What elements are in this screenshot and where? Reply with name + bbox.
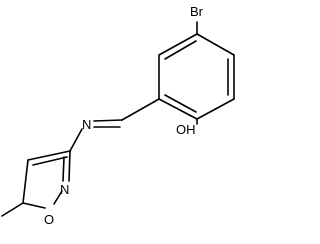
atom-labels: Br OH N N O bbox=[44, 4, 204, 227]
bond-n-c3iso-ring bbox=[68, 150, 71, 182]
bond-n-c3iso bbox=[69, 128, 83, 152]
imine-nitrogen-label: N bbox=[82, 117, 91, 132]
bond-c4iso-c5iso bbox=[22, 159, 29, 204]
bond-c3iso-c4iso-inner bbox=[32, 156, 68, 166]
hydroxyl-label: OH bbox=[176, 122, 196, 137]
bond-group bbox=[1, 21, 235, 217]
bond-c5iso-methyl bbox=[1, 202, 24, 217]
bond-c3iso-c4iso bbox=[27, 150, 71, 161]
bond-o-n bbox=[53, 190, 63, 205]
bond-n-c3iso-ring-inner bbox=[62, 156, 65, 182]
bond-c6-c1 bbox=[158, 33, 198, 56]
bond-c6-c1-inner bbox=[164, 40, 197, 60]
bond-c4-c5-inner bbox=[164, 94, 197, 113]
bond-c5-ch bbox=[121, 98, 160, 121]
bond-c1-c2 bbox=[196, 33, 235, 56]
ring-oxygen-label: O bbox=[44, 212, 54, 227]
structure-diagram: Br OH N N O bbox=[1, 4, 235, 227]
bond-ch-n bbox=[93, 119, 123, 122]
ring-nitrogen-label: N bbox=[60, 182, 69, 197]
bromine-label: Br bbox=[190, 4, 204, 19]
bond-c3-c4 bbox=[196, 98, 235, 120]
bond-c5iso-o bbox=[22, 202, 46, 209]
bond-c4-c5 bbox=[158, 98, 198, 120]
